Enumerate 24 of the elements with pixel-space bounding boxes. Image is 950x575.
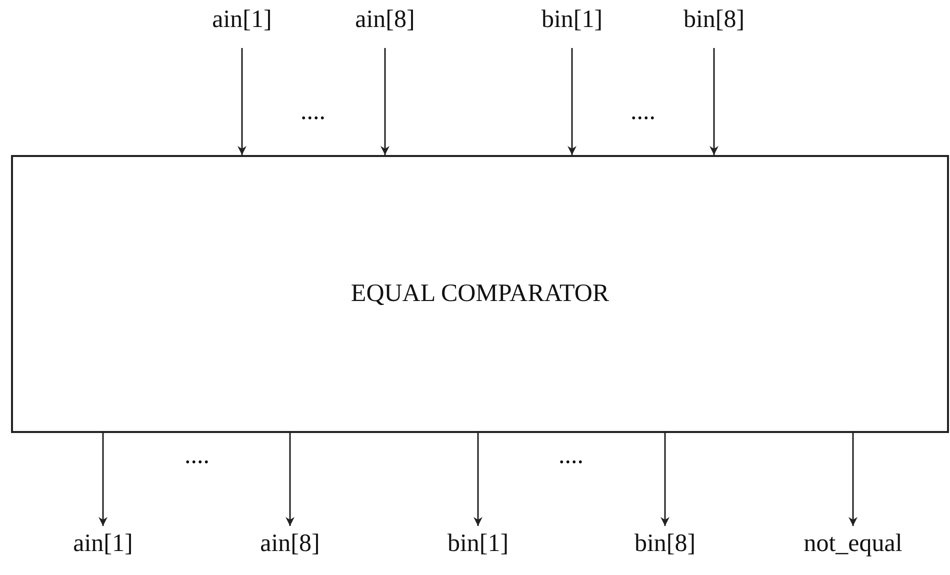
- signal-label: bin[1]: [423, 530, 533, 564]
- comparator-block: [11, 155, 949, 433]
- arrow: [380, 48, 390, 155]
- arrow: [474, 433, 482, 526]
- signal-label: bin[8]: [610, 530, 720, 564]
- signal-label: ain[1]: [187, 6, 297, 40]
- arrow: [568, 48, 576, 155]
- arrow: [98, 433, 108, 526]
- signal-label: ain[1]: [48, 530, 158, 564]
- ellipsis-label: ....: [630, 98, 656, 126]
- arrow: [710, 48, 718, 155]
- block-title: EQUAL COMPARATOR: [350, 280, 610, 308]
- arrow: [286, 433, 294, 526]
- arrow: [238, 48, 246, 155]
- signal-label: bin[8]: [659, 6, 769, 40]
- ellipsis-label: ....: [300, 98, 326, 126]
- arrow: [660, 433, 670, 526]
- signal-label: bin[1]: [517, 6, 627, 40]
- ellipsis-label: ....: [184, 442, 210, 470]
- signal-label: ain[8]: [330, 6, 440, 40]
- signal-label: ain[8]: [235, 530, 345, 564]
- ellipsis-label: ....: [558, 442, 584, 470]
- signal-label: not_equal: [783, 530, 923, 564]
- arrow: [848, 433, 858, 526]
